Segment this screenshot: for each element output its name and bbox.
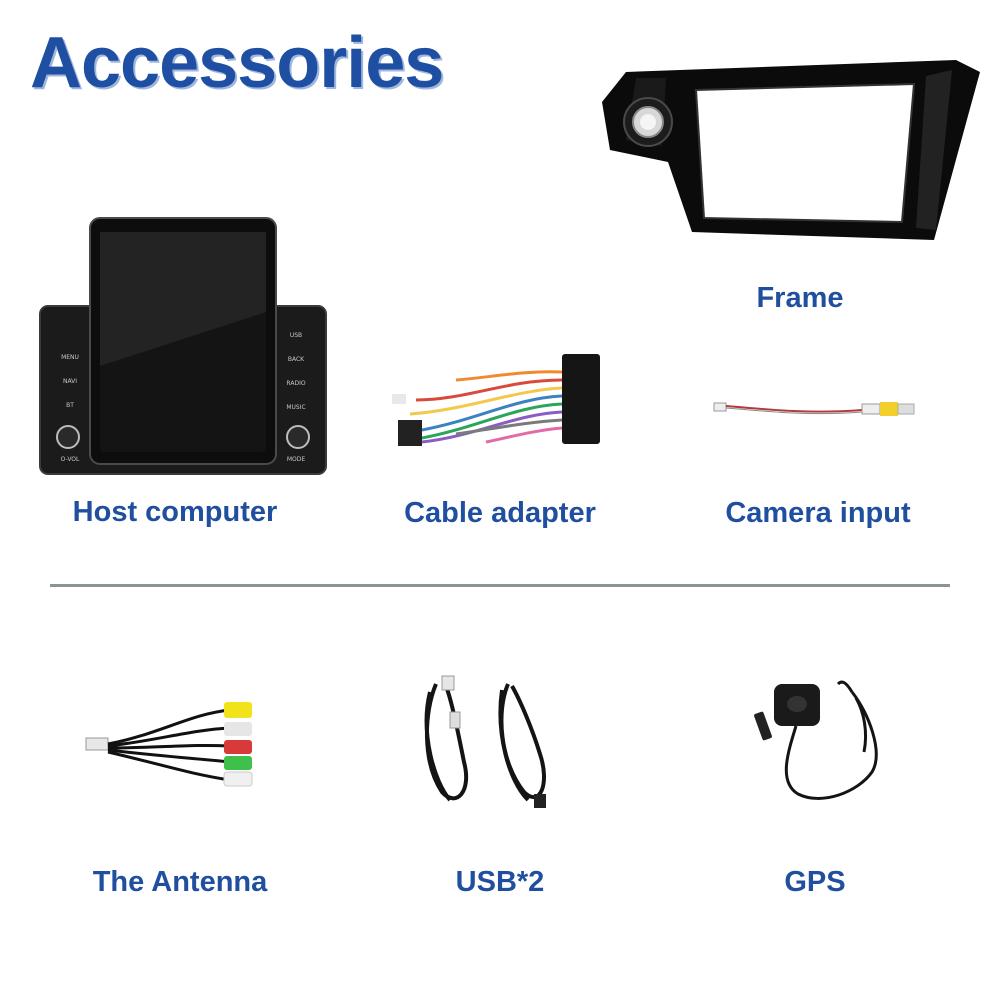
- svg-text:RADIO: RADIO: [286, 380, 305, 387]
- camera-input-image: [713, 402, 915, 416]
- svg-text:USB: USB: [290, 332, 302, 339]
- frame-image: [602, 60, 980, 240]
- cable-adapter-label: Cable adapter: [404, 497, 596, 529]
- page-title: Accessories: [30, 23, 444, 103]
- svg-text:BT: BT: [66, 402, 74, 409]
- gps-label: GPS: [784, 866, 846, 898]
- svg-text:MENU: MENU: [61, 354, 79, 361]
- svg-text:BACK: BACK: [288, 356, 305, 363]
- svg-text:MODE: MODE: [287, 456, 306, 463]
- camera-input-label: Camera input: [725, 497, 911, 529]
- host-computer-image: MENU NAVI BT O-VOL USB BACK RADIO MUSIC …: [39, 217, 327, 475]
- antenna-label: The Antenna: [92, 866, 268, 898]
- cable-adapter-image: [392, 354, 600, 446]
- host-computer-label: Host computer: [72, 496, 278, 528]
- gps-image: [754, 680, 878, 800]
- svg-text:O-VOL: O-VOL: [61, 456, 80, 463]
- usb-label: USB*2: [455, 866, 545, 898]
- svg-text:NAVI: NAVI: [63, 378, 77, 385]
- section-divider: [50, 584, 950, 587]
- antenna-image: [85, 702, 253, 787]
- usb-cables-image: [424, 675, 546, 808]
- frame-label: Frame: [756, 282, 844, 314]
- svg-text:MUSIC: MUSIC: [286, 404, 305, 411]
